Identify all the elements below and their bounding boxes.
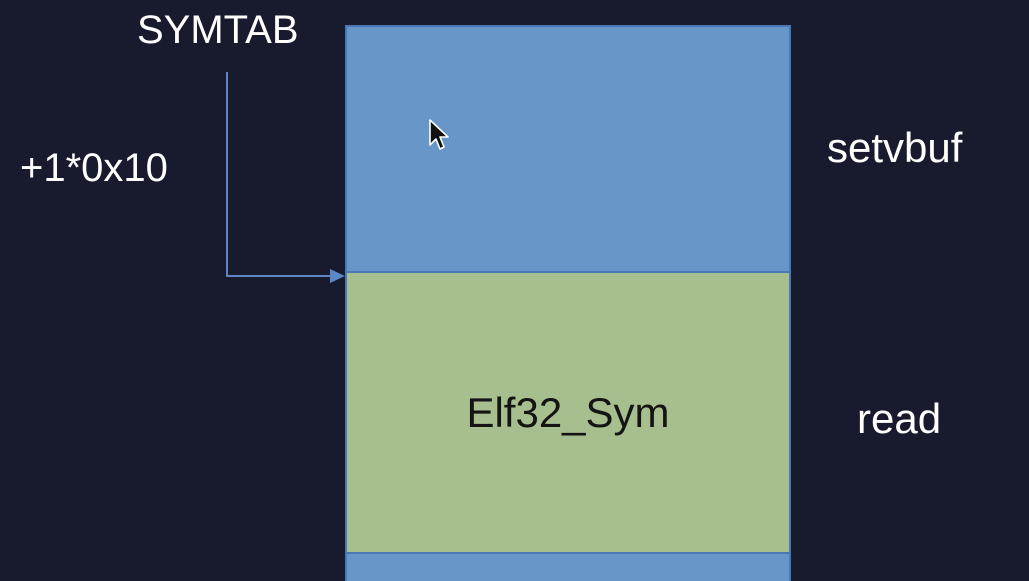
mouse-pointer-icon xyxy=(429,119,449,150)
symtab-entry-setvbuf-block xyxy=(345,25,791,273)
entry-name-setvbuf: setvbuf xyxy=(827,124,963,171)
offset-label: +1*0x10 xyxy=(20,146,168,190)
entry-name-read: read xyxy=(857,395,942,442)
offset-arrow-head xyxy=(330,269,345,283)
offset-arrow-line xyxy=(226,72,332,277)
symtab-entry-next-block xyxy=(345,552,791,581)
elf32-sym-label: Elf32_Sym xyxy=(466,388,670,436)
symtab-label: SYMTAB xyxy=(137,8,299,52)
symtab-entry-read-block: Elf32_Sym xyxy=(345,271,791,554)
